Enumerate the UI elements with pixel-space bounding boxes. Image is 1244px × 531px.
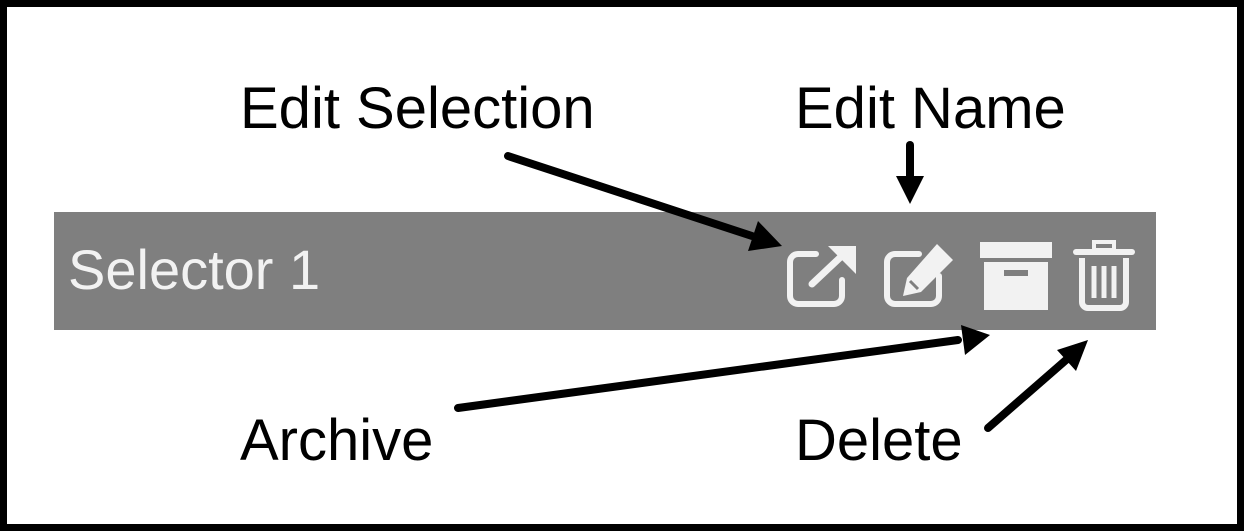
edit-name-label: Edit Name bbox=[795, 76, 1066, 141]
archive-label: Archive bbox=[240, 408, 434, 473]
edit-selection-label: Edit Selection bbox=[240, 76, 595, 141]
selector-row: Selector 1 bbox=[54, 212, 1156, 330]
external-link-icon[interactable] bbox=[782, 240, 862, 312]
pencil-icon[interactable] bbox=[879, 240, 959, 312]
selector-title: Selector 1 bbox=[68, 238, 321, 301]
trash-icon[interactable] bbox=[1064, 240, 1144, 312]
delete-label: Delete bbox=[795, 408, 963, 473]
archive-box-icon[interactable] bbox=[976, 240, 1056, 312]
